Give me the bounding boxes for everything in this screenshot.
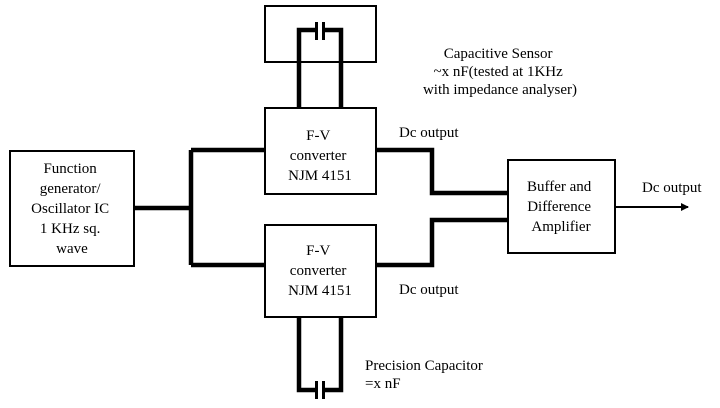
capacitive-sensor-label-line: ~x nF(tested at 1KHz <box>433 64 563 80</box>
function-generator-line: Oscillator IC <box>31 201 109 217</box>
fv-converter-top-line: converter <box>290 148 347 164</box>
signal-wires <box>134 147 689 268</box>
dc-output-bottom-label: Dc output <box>399 282 459 298</box>
capacitive-sensor-label: Capacitive Sensor ~x nF(tested at 1KHz w… <box>423 46 577 98</box>
dc-output-top-label: Dc output <box>399 125 459 141</box>
buffer-amplifier-block: Buffer and Difference Amplifier <box>507 159 616 254</box>
fv-converter-bottom-line: NJM 4151 <box>288 283 352 299</box>
fv-converter-bottom-line: F-V <box>306 243 330 259</box>
precision-capacitor-label: Precision Capacitor =x nF <box>365 358 487 392</box>
function-generator-line: 1 KHz sq. <box>40 221 100 237</box>
precision-capacitor-label-line: =x nF <box>365 376 401 392</box>
fv-converter-top-block: F-V converter NJM 4151 <box>264 107 377 195</box>
svg-text:F-V converter NJM: F-V converter NJM 4151 <box>288 128 352 184</box>
function-generator-line: wave <box>56 241 88 257</box>
capacitive-sensor-symbol <box>264 5 377 108</box>
function-generator-line: Function <box>43 161 97 177</box>
capacitive-sensor-label-line: with impedance analyser) <box>423 82 577 98</box>
dc-output-final-label: Dc output <box>642 180 702 196</box>
fv-converter-top-line: F-V <box>306 128 330 144</box>
function-generator-block: Function generator/ Oscillator IC 1 KHz … <box>9 150 135 267</box>
svg-text:Function generator/: Function generator/ Oscillator IC 1 KHz … <box>31 161 113 257</box>
svg-text:F-V converter NJM: F-V converter NJM 4151 <box>288 243 352 299</box>
buffer-amplifier-line: Buffer and <box>527 179 592 195</box>
precision-capacitor-symbol <box>296 317 344 399</box>
fv-converter-bottom-block: F-V converter NJM 4151 <box>264 224 377 318</box>
buffer-amplifier-line: Difference <box>527 199 591 215</box>
fv-converter-top-line: NJM 4151 <box>288 168 352 184</box>
capacitive-sensor-label-line: Capacitive Sensor <box>444 46 553 62</box>
function-generator-line: generator/ <box>40 181 102 197</box>
precision-capacitor-label-line: Precision Capacitor <box>365 358 483 374</box>
svg-text:Buffer and Difference: Buffer and Difference Amplifier <box>527 179 595 235</box>
fv-converter-bottom-line: converter <box>290 263 347 279</box>
buffer-amplifier-line: Amplifier <box>531 219 590 235</box>
